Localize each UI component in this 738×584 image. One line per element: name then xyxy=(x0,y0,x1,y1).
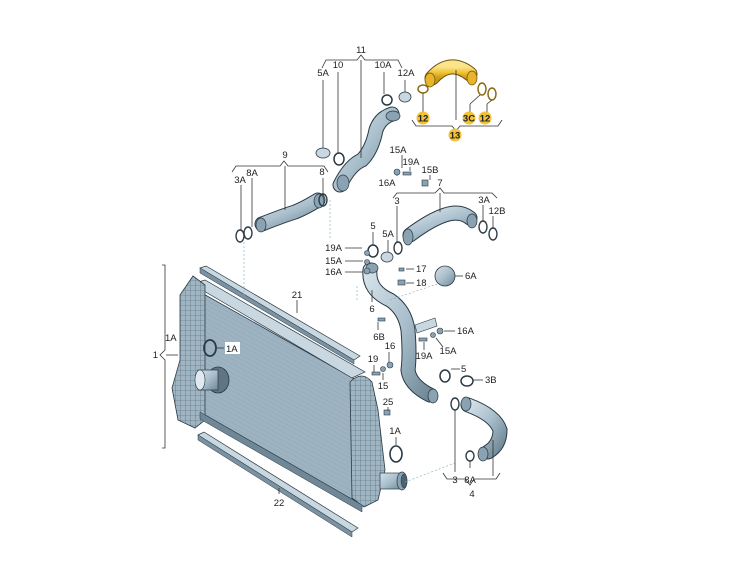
part-labels: 11 5A 10 10A 12A 12 3C 12 13 9 8A 3A 8 1… xyxy=(153,45,506,509)
circlip-5-low xyxy=(439,369,451,383)
badge-12-left xyxy=(416,111,430,125)
label-3c: 3C xyxy=(463,114,475,125)
label-6b: 6B xyxy=(373,332,385,343)
label-19a-mid: 19A xyxy=(325,243,343,254)
label-16a-right: 16A xyxy=(457,326,475,337)
badge-12-right xyxy=(478,111,492,125)
hose-clamp-5a-top xyxy=(315,147,331,159)
intercooler-radiator[interactable] xyxy=(171,275,408,513)
badge-3c xyxy=(462,111,476,125)
label-3a-left: 3A xyxy=(234,175,246,186)
label-3a-right: 3A xyxy=(478,195,490,206)
label-18: 18 xyxy=(416,278,427,289)
label-19a-right: 19A xyxy=(416,351,434,362)
o-ring-3a-right xyxy=(478,220,488,234)
label-8a-low: 8A xyxy=(464,475,476,486)
label-5-mid: 5 xyxy=(370,221,375,232)
label-6a: 6A xyxy=(465,271,477,282)
label-13: 13 xyxy=(450,131,461,142)
mounting-rail-22[interactable] xyxy=(197,431,359,538)
o-ring-12b xyxy=(488,227,498,241)
label-15: 15 xyxy=(378,381,389,392)
label-16a-top: 16A xyxy=(379,178,397,189)
circlip-10a xyxy=(381,94,393,106)
label-15a-right: 15A xyxy=(440,346,458,357)
label-12b: 12B xyxy=(489,206,506,217)
label-8-left: 8 xyxy=(319,167,324,178)
label-3-low: 3 xyxy=(452,475,457,486)
label-10: 10 xyxy=(333,60,344,71)
o-ring-12-left xyxy=(417,84,429,94)
badge-13 xyxy=(448,128,462,142)
charge-air-hose-13-highlighted[interactable] xyxy=(424,59,478,88)
label-19: 19 xyxy=(368,354,379,365)
hose-clamp-12a xyxy=(398,91,412,103)
label-3b: 3B xyxy=(485,375,497,386)
o-ring-3c xyxy=(477,82,487,96)
label-22: 22 xyxy=(274,498,285,509)
label-15a-mid: 15A xyxy=(325,256,343,267)
fasteners xyxy=(363,168,444,416)
charge-air-pipe-6[interactable] xyxy=(362,262,439,404)
label-15a-top: 15A xyxy=(390,145,408,156)
label-8a-left: 8A xyxy=(246,168,258,179)
label-1: 1 xyxy=(153,350,158,361)
o-ring-12-right xyxy=(487,87,497,101)
circlip-10 xyxy=(333,152,345,166)
label-12-right: 12 xyxy=(480,114,491,125)
label-16a-mid: 16A xyxy=(325,267,343,278)
circlip-1a-low xyxy=(389,445,403,463)
label-9: 9 xyxy=(282,150,287,161)
intercooler-inlet-port xyxy=(194,366,230,394)
o-ring-3-low xyxy=(450,397,460,411)
label-7: 7 xyxy=(437,178,442,189)
intercooler-outlet-port xyxy=(379,471,408,491)
label-6: 6 xyxy=(369,304,374,315)
hose-clamp-5a-mid xyxy=(380,251,394,263)
label-21: 21 xyxy=(292,290,303,301)
assembly-guide-lines xyxy=(243,200,456,483)
label-19a-top: 19A xyxy=(403,157,421,168)
label-17: 17 xyxy=(416,264,427,275)
charge-air-pipe-11[interactable] xyxy=(332,106,401,193)
label-10a: 10A xyxy=(375,60,393,71)
o-ring-3a-left xyxy=(235,229,245,243)
label-1a-brace: 1A xyxy=(165,333,177,344)
charge-air-pipe-7[interactable] xyxy=(402,205,478,246)
o-ring-8a-left xyxy=(243,226,253,240)
label-12a: 12A xyxy=(398,68,416,79)
label-4: 4 xyxy=(469,489,474,500)
leader-lines xyxy=(159,54,503,494)
charge-air-hose-9[interactable] xyxy=(254,192,326,233)
o-ring-3-mid xyxy=(393,241,403,255)
mounting-rail-21[interactable] xyxy=(199,265,361,365)
label-12-left: 12 xyxy=(418,114,429,125)
label-3-mid: 3 xyxy=(394,196,399,207)
label-16: 16 xyxy=(385,341,396,352)
label-11: 11 xyxy=(356,45,366,56)
label-5-low: 5 xyxy=(461,364,466,375)
circlip-5-mid xyxy=(367,244,379,258)
cap-6a[interactable] xyxy=(434,265,456,287)
label-1a-low: 1A xyxy=(389,426,401,437)
label-5a-top: 5A xyxy=(317,68,329,79)
label-25: 25 xyxy=(383,397,394,408)
hose-clamp-3b xyxy=(460,375,474,387)
label-5a-mid: 5A xyxy=(382,229,394,240)
label-1a-cooler: 1A xyxy=(226,344,238,355)
label-15b: 15B xyxy=(422,165,439,176)
charge-air-hose-4[interactable] xyxy=(460,396,508,462)
o-ring-8a-low xyxy=(465,450,475,462)
